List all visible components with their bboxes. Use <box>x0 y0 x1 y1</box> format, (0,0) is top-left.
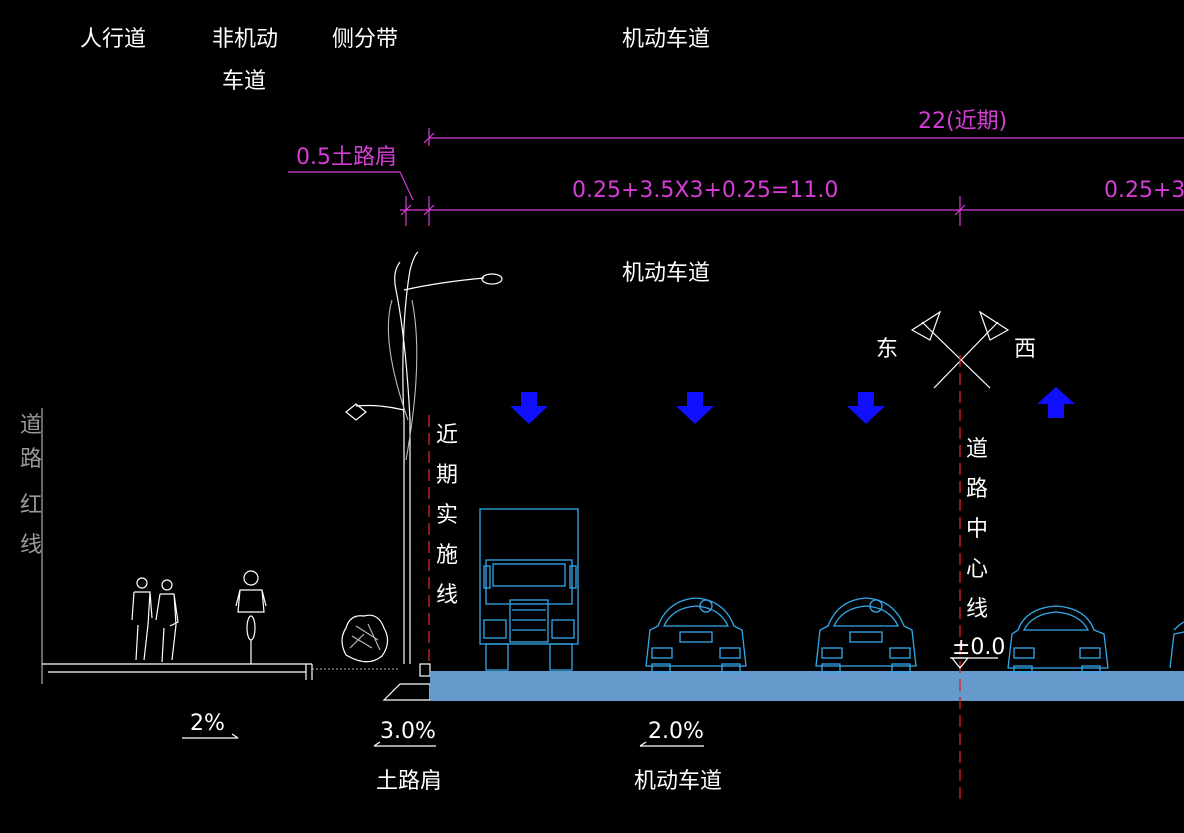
header-motor-lane: 机动车道 <box>622 27 710 52</box>
dimension-shoulder-label: 0.5土路肩 <box>296 145 397 170</box>
lane-arrow-down-icon <box>676 392 714 424</box>
truck-icon <box>479 508 579 671</box>
slope-motor-label: 2.0% <box>648 719 704 744</box>
lane-arrow-down-icon <box>847 392 885 424</box>
red-line-char-1: 道 <box>20 413 42 438</box>
slope-shoulder-label: 3.0% <box>380 719 436 744</box>
red-line-char-2: 路 <box>20 447 42 472</box>
near-term-char-3: 实 <box>436 503 458 528</box>
streetlight-icon <box>345 251 503 701</box>
slope-sidewalk: 2% <box>182 711 239 739</box>
road-centerline: 道 路 中 心 线 <box>959 355 988 800</box>
near-term-char-1: 近 <box>436 423 458 448</box>
centerline-char-3: 中 <box>966 517 988 542</box>
shrub-icon <box>341 614 389 663</box>
header-nonmotor-line2: 车道 <box>222 69 266 94</box>
header-nonmotor-line1: 非机动 <box>212 27 278 52</box>
elevation-mark: ±0.0 <box>950 635 1005 669</box>
centerline-char-2: 路 <box>966 477 988 502</box>
slope-sidewalk-label: 2% <box>190 711 225 736</box>
header-side-strip: 侧分带 <box>332 27 398 52</box>
elevation-label: ±0.0 <box>952 635 1005 660</box>
pedestrian-icon <box>131 577 179 663</box>
centerline-char-1: 道 <box>966 437 988 462</box>
compass-east: 东 <box>876 337 898 362</box>
header-sidewalk: 人行道 <box>80 27 146 52</box>
sidewalk-ground <box>42 663 431 680</box>
dimension-total-label: 22(近期) <box>918 109 1007 134</box>
lane-arrow-up-icon <box>1037 387 1075 418</box>
red-line-char-4: 线 <box>20 533 42 558</box>
centerline-char-5: 线 <box>966 597 988 622</box>
near-term-line: 近 期 实 施 线 <box>428 415 458 664</box>
car-icon <box>645 597 747 673</box>
road-red-line: 道 路 红 线 <box>20 408 43 684</box>
mid-motor-lane-label: 机动车道 <box>622 261 710 286</box>
car-icon <box>1169 621 1184 669</box>
centerline-char-4: 心 <box>966 557 988 582</box>
compass-west: 西 <box>1014 337 1036 362</box>
slope-shoulder: 3.0% 土路肩 <box>373 719 442 794</box>
near-term-char-4: 施 <box>436 543 458 568</box>
dimension-lanes-right-label: 0.25+3. <box>1104 178 1184 203</box>
compass-icon: 东 西 <box>876 310 1036 389</box>
motor-lane-bottom-label: 机动车道 <box>634 769 722 794</box>
slope-motor: 2.0% 机动车道 <box>634 719 722 794</box>
red-line-char-3: 红 <box>20 493 42 518</box>
near-term-char-2: 期 <box>436 463 458 488</box>
car-icon <box>815 597 917 673</box>
dimension-lanes-left-label: 0.25+3.5X3+0.25=11.0 <box>572 178 838 203</box>
dimension-shoulder: 0.5土路肩 <box>288 145 414 201</box>
dimension-total: 22(近期) <box>423 109 1184 146</box>
car-icon <box>1007 605 1109 673</box>
shoulder-label: 土路肩 <box>376 769 442 794</box>
lane-arrow-down-icon <box>510 392 548 424</box>
roadbed <box>430 671 1184 701</box>
cyclist-icon <box>235 570 267 664</box>
near-term-char-5: 线 <box>436 583 458 608</box>
dimension-lanes: 0.25+3.5X3+0.25=11.0 0.25+3. <box>400 178 1184 226</box>
